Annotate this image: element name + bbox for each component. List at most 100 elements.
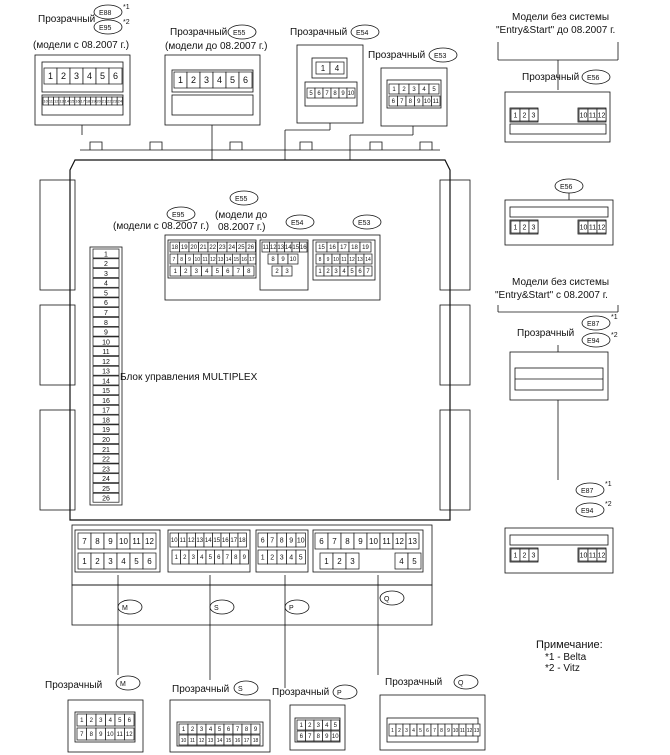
svg-text:(модели с 08.2007 г.): (модели с 08.2007 г.) [113,221,209,232]
pin-cell [281,265,293,277]
pin-number: 5 [419,728,422,734]
pin-number: 1 [514,112,518,119]
fuse-slot [92,424,120,435]
pin-number: 10 [297,537,305,544]
label-from-2007: (модели с 08.2007 г.) [33,40,129,51]
pin-number: 8 [95,537,100,546]
pin-cell [596,108,607,122]
pin-number: 3 [200,727,204,733]
pin-number: 13 [408,537,417,546]
pin-cell [299,241,308,253]
pin-number: 6 [358,269,362,275]
inner-s [167,529,251,573]
svg-text:(модели до 08.2007 г.): (модели до 08.2007 г.) [165,41,267,52]
pin-cell [428,83,440,95]
pin-number: 3 [412,87,416,93]
pin-number: 24 [228,245,235,251]
pin-number: 1 [300,723,304,729]
pin-number: 1 [174,269,178,275]
pin-number: 19 [91,98,96,103]
pin-cell [108,67,123,85]
fuse-slot [92,258,120,269]
pin-cell [359,241,372,253]
pin-number: 6 [426,728,429,734]
fuse-number: 9 [104,330,108,337]
pin-cell [472,723,481,737]
pin-number: 8 [247,269,251,275]
pin-number: 4 [325,723,329,729]
fuse-number: 18 [102,417,110,424]
pin-number: 4 [217,75,222,85]
pin-number: 2 [326,269,330,275]
pin-number: 2 [337,557,342,566]
fuse-number: 17 [102,408,110,415]
housing-clip [229,141,243,150]
pin-number: 8 [409,99,413,105]
pin-number: 2 [184,269,188,275]
pin-number: 22 [107,98,112,103]
pin-number: 22 [209,245,216,251]
pin-number: 16 [222,538,229,544]
pin-number: 14 [226,257,232,263]
pin-number: 9 [447,728,450,734]
pin-number: 12 [270,245,277,251]
note-1: *1 - Belta [545,652,587,663]
pin-number: 2 [523,224,527,231]
pin-number: 9 [358,537,363,546]
pin-number: 10 [119,537,128,546]
pin-number: 3 [350,557,355,566]
pin-number: 2 [402,87,406,93]
pin-number: 13 [357,257,363,263]
svg-text:S: S [238,686,243,693]
pin-number: 9 [325,734,329,740]
pin-number: 18 [86,98,91,103]
fuse-slot [92,248,120,259]
pin-cell [528,548,539,562]
pin-number: 1 [48,71,53,81]
pin-number: 13 [59,98,64,103]
pin-number: 4 [335,64,340,73]
pin-number: 5 [134,557,139,566]
pin-number: 12 [210,257,216,263]
pin-number: 10 [43,98,48,103]
pin-cell [142,532,157,550]
sup2: *2 [123,19,130,26]
svg-text:"Entry&Start" до 08.2007 г.: "Entry&Start" до 08.2007 г. [496,25,615,36]
connector-e55-label: Прозрачный E55 (модели до 08.2007 г.) [165,24,267,52]
svg-text:E54: E54 [291,220,304,227]
pin-number: 17 [249,257,255,263]
pin-number: 15 [234,257,240,263]
pin-cell [142,552,157,570]
pin-number: 18 [351,245,358,251]
pin-number: 7 [237,269,241,275]
pin-cell [596,548,607,562]
pin-number: 15 [318,245,325,251]
pin-number: 18 [239,538,246,544]
pin-number: 10 [107,732,114,738]
pin-cell [243,265,255,277]
svg-text:(модели до: (модели до [215,210,268,221]
pin-number: 2 [191,75,196,85]
pin-number: 2 [523,112,527,119]
svg-text:*2: *2 [605,501,612,508]
pin-number: 4 [121,557,126,566]
pin-number: 9 [327,257,330,263]
pin-number: 15 [226,738,232,744]
multiplex-unit: 1234567891011121314151617181920212223242… [39,141,471,626]
pin-number: 7 [236,727,240,733]
pin-cell [287,253,299,265]
pin-number: 8 [319,257,322,263]
pin-number: 3 [280,554,284,561]
fuse-slot [92,268,120,278]
pin-number: 15 [70,98,75,103]
pin-number: 1 [175,555,179,561]
unit-name: Блок управления MULTIPLEX [120,372,258,383]
pin-number: 7 [366,269,370,275]
pin-number: 10 [348,91,355,97]
pin-number: 8 [317,734,321,740]
svg-text:"Entry&Start" с 08.2007 г.: "Entry&Start" с 08.2007 г. [495,290,608,301]
svg-text:E87: E87 [587,321,600,328]
pin-number: 12 [199,738,205,744]
